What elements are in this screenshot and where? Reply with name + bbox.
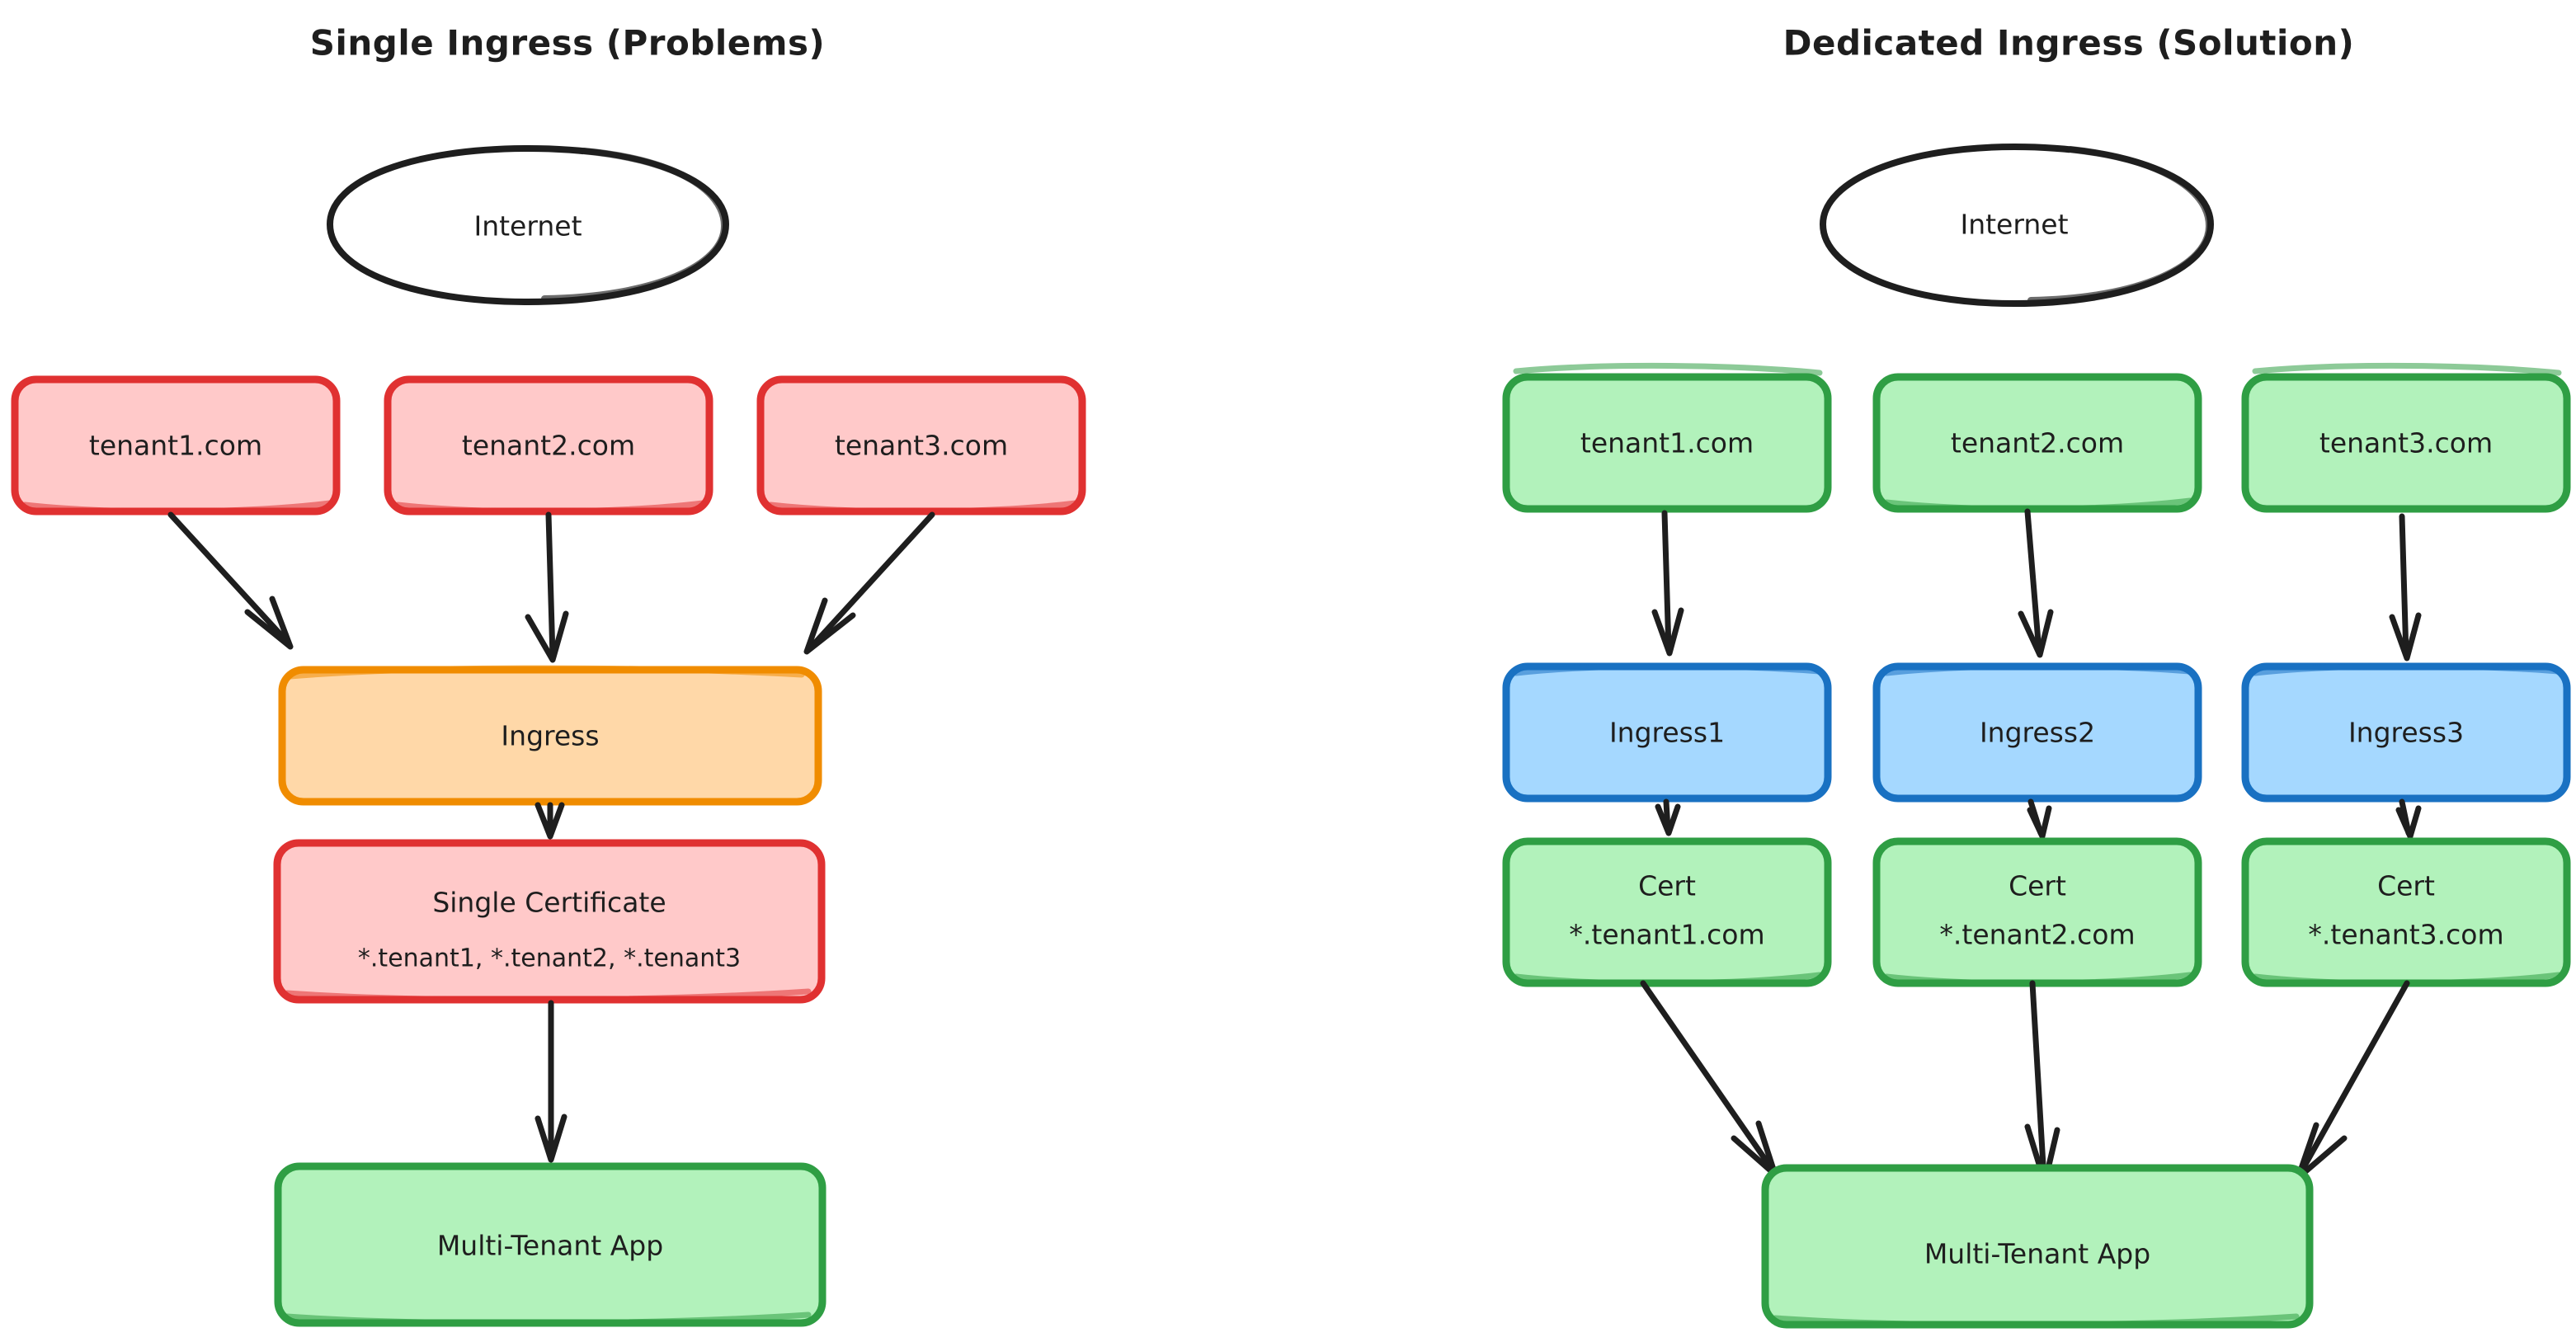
panel-title-left: Single Ingress (Problems)	[310, 23, 825, 64]
edge-tenant1-to-ingress	[167, 511, 294, 650]
node-label-tenant1-right: tenant1.com	[1580, 427, 1754, 459]
node-label-single-certificate-title: Single Certificate	[432, 887, 666, 919]
node-label-ingress1: Ingress1	[1609, 717, 1725, 749]
edge-cert1-to-app-right	[1640, 980, 1778, 1178]
edge-ingress1-to-cert1	[1655, 798, 1681, 836]
node-tenant1-left[interactable]: tenant1.com	[11, 375, 341, 516]
node-label-cert2-domain: *.tenant2.com	[1939, 919, 2135, 951]
node-label-internet-left: Internet	[473, 210, 582, 243]
node-label-internet-right: Internet	[1960, 209, 2068, 241]
node-label-cert3-domain: *.tenant3.com	[2308, 919, 2503, 951]
edge-cert3-to-app-right	[2295, 980, 2410, 1181]
node-label-tenant2-left: tenant2.com	[462, 430, 635, 462]
node-label-tenant2-right: tenant2.com	[1951, 427, 2124, 459]
node-label-ingress3: Ingress3	[2348, 717, 2464, 749]
node-label-ingress-left: Ingress	[501, 720, 599, 752]
node-cert2[interactable]: Cert *.tenant2.com	[1872, 837, 2202, 987]
node-ingress1[interactable]: Ingress1	[1502, 662, 1832, 803]
node-tenant1-right[interactable]: tenant1.com	[1502, 362, 1832, 513]
node-label-cert2-title: Cert	[2009, 870, 2066, 902]
edge-tenant3-to-ingress3	[2389, 513, 2422, 662]
node-label-cert3-title: Cert	[2377, 870, 2435, 902]
node-tenant3-right[interactable]: tenant3.com	[2241, 362, 2571, 513]
node-app-left[interactable]: Multi-Tenant App	[274, 1162, 826, 1327]
edge-tenant2-to-ingress2	[2018, 508, 2054, 658]
node-label-app-left: Multi-Tenant App	[437, 1230, 663, 1262]
edge-ingress3-to-cert3	[2395, 798, 2422, 840]
edge-cert2-to-app-right	[2024, 980, 2060, 1186]
node-label-tenant3-right: tenant3.com	[2319, 427, 2493, 459]
node-cert3[interactable]: Cert *.tenant3.com	[2241, 837, 2571, 987]
node-app-right[interactable]: Multi-Tenant App	[1761, 1164, 2314, 1329]
node-single-certificate[interactable]: Single Certificate *.tenant1, *.tenant2,…	[273, 839, 826, 1004]
edge-tenant3-to-ingress	[803, 511, 935, 655]
node-tenant3-left[interactable]: tenant3.com	[756, 375, 1086, 516]
node-ingress2[interactable]: Ingress2	[1872, 662, 2202, 803]
edge-ingress2-to-cert2	[2027, 798, 2052, 840]
panel-title-right: Dedicated Ingress (Solution)	[1783, 23, 2355, 64]
node-label-app-right: Multi-Tenant App	[1924, 1238, 2150, 1270]
node-internet-left[interactable]: Internet	[327, 145, 729, 305]
node-label-ingress2: Ingress2	[1980, 717, 2095, 749]
node-internet-right[interactable]: Internet	[1820, 144, 2214, 307]
edge-tenant2-to-ingress	[525, 511, 569, 663]
node-label-tenant1-left: tenant1.com	[89, 430, 262, 462]
edge-ingress-to-cert	[535, 802, 565, 840]
node-label-cert1-title: Cert	[1638, 870, 1696, 902]
node-ingress3[interactable]: Ingress3	[2241, 662, 2571, 803]
node-label-single-certificate-domains: *.tenant1, *.tenant2, *.tenant3	[358, 944, 741, 973]
node-ingress-left[interactable]: Ingress	[278, 665, 822, 806]
edge-cert-to-app-left	[535, 1000, 567, 1163]
node-tenant2-left[interactable]: tenant2.com	[384, 375, 713, 516]
node-label-tenant3-left: tenant3.com	[835, 430, 1008, 462]
node-tenant2-right[interactable]: tenant2.com	[1872, 373, 2202, 513]
node-label-cert1-domain: *.tenant1.com	[1569, 919, 1764, 951]
node-cert1[interactable]: Cert *.tenant1.com	[1502, 837, 1832, 987]
edge-tenant1-to-ingress1	[1651, 510, 1684, 657]
